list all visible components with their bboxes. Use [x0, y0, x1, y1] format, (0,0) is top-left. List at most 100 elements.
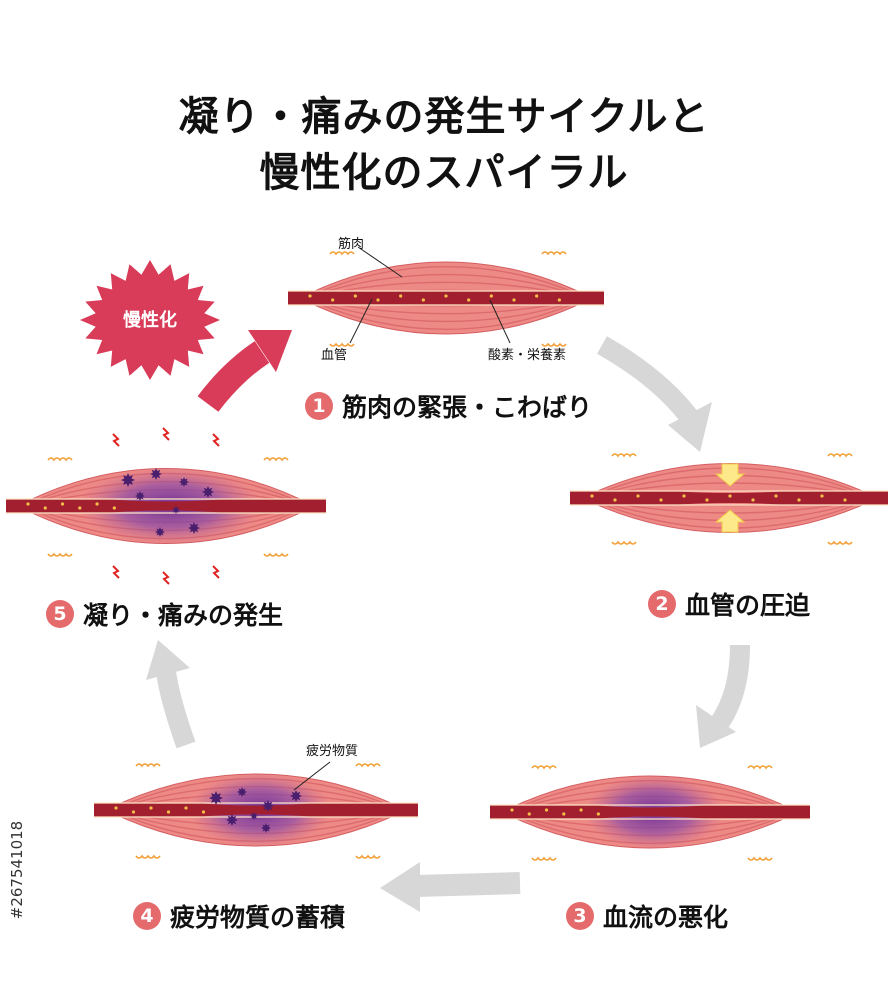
fatigue-particle: [209, 791, 223, 805]
nutrient-dot: [421, 298, 425, 302]
tension-squiggle: [747, 765, 773, 770]
nutrient-dot: [112, 506, 116, 510]
nutrient-dot: [544, 808, 549, 812]
nutrient-dot: [774, 494, 778, 498]
fatigue-particle: [155, 527, 165, 537]
step-5-text: 凝り・痛みの発生: [83, 601, 284, 630]
tension-squiggle: [47, 552, 73, 557]
blood-vessel: [6, 499, 326, 513]
nutrient-dot: [636, 494, 640, 498]
nutrient-dot: [331, 298, 335, 302]
nutrient-dot: [728, 494, 732, 498]
callout-nutrients: 酸素・栄養素: [488, 348, 567, 363]
muscle-relaxed: [288, 251, 604, 347]
nutrient-dot: [26, 502, 30, 506]
cycle-arrow-2-3: [696, 644, 750, 748]
nutrient-dot: [131, 810, 136, 814]
fatigue-particle: [250, 812, 258, 820]
nutrient-dot: [308, 294, 312, 298]
nutrient-dot: [613, 498, 617, 502]
watermark: #267541018: [6, 740, 28, 1000]
nutrient-dot: [444, 294, 448, 298]
muscle-fiber: [305, 273, 587, 299]
nutrient-dot: [489, 294, 493, 298]
nutrient-dot: [78, 506, 82, 510]
compression-arrow-up: [714, 509, 746, 533]
step-5-number: 5: [46, 600, 74, 628]
nutrient-dot: [95, 502, 99, 506]
step-4-number: 4: [133, 902, 161, 930]
nutrient-dot: [590, 494, 594, 498]
tension-squiggle: [611, 453, 637, 458]
step-4-text: 疲労物質の蓄積: [170, 903, 346, 932]
fatigue-particle: [290, 790, 302, 802]
nutrient-dot: [659, 498, 663, 502]
cycle-arrow-4-5: [146, 640, 196, 749]
tension-squiggle: [263, 552, 289, 557]
step-5-label: 5 凝り・痛みの発生: [46, 596, 283, 632]
tension-squiggle: [827, 453, 853, 458]
compression-arrow-down: [714, 463, 746, 487]
nutrient-dot: [527, 812, 531, 816]
callout-vessel: 血管: [321, 348, 348, 363]
nutrient-dot: [166, 810, 171, 814]
nutrient-dot: [184, 806, 188, 810]
step-1-number: 1: [305, 392, 333, 420]
nutrient-dot: [579, 808, 583, 812]
pain-spark: [212, 565, 220, 579]
pain-spark: [212, 433, 220, 447]
cycle-arrow-3-4: [380, 862, 521, 912]
muscle-fiber: [305, 265, 587, 299]
tension-squiggle: [263, 457, 289, 462]
muscle-fatigue: [94, 763, 418, 859]
pain-spark: [162, 571, 170, 585]
fatigue-particle: [150, 468, 162, 480]
nutrient-dot: [43, 506, 47, 510]
tension-squiggle: [135, 854, 161, 859]
pain-spark: [112, 565, 120, 579]
muscle-fiber: [305, 297, 587, 331]
fatigue-particle: [237, 787, 247, 797]
nutrient-dot: [512, 298, 516, 302]
blood-vessel: [490, 805, 810, 819]
fatigue-particle: [179, 477, 189, 487]
blood-vessel: [94, 803, 418, 817]
fatigue-particle: [262, 800, 274, 812]
tension-squiggle: [531, 765, 557, 770]
callout-lines: [293, 246, 511, 791]
step-2-text: 血管の圧迫: [685, 591, 811, 620]
fatigue-particle: [172, 506, 180, 514]
tension-squiggle: [541, 342, 567, 347]
fatigue-particle: [202, 486, 214, 498]
nutrient-dot: [596, 812, 600, 816]
step-3-text: 血流の悪化: [603, 903, 729, 932]
tension-squiggle: [541, 251, 567, 256]
fatigue-particle: [121, 473, 135, 487]
nutrient-dot: [557, 298, 561, 302]
chronic-arrow: [197, 330, 292, 412]
tension-squiggle: [329, 342, 355, 347]
blood-vessel: [570, 491, 888, 505]
nutrient-dot: [201, 810, 206, 814]
muscle-pain: [6, 427, 326, 585]
nutrient-dot: [353, 294, 357, 298]
tension-squiggle: [135, 763, 161, 768]
fatigue-particle: [226, 814, 238, 826]
nutrient-dot: [797, 498, 801, 502]
chronic-burst: [80, 260, 220, 380]
nutrient-dot: [705, 498, 709, 502]
tension-squiggle: [355, 854, 381, 859]
step-1-text: 筋肉の緊張・こわばり: [342, 393, 593, 422]
fatigue-particle: [188, 522, 200, 534]
tension-squiggle: [355, 763, 381, 768]
pain-spark: [162, 427, 170, 441]
watermark-text: #267541018: [8, 820, 26, 920]
step-3-number: 3: [566, 902, 594, 930]
nutrient-dot: [60, 502, 65, 506]
callout-fatigue: 疲労物質: [306, 744, 359, 759]
nutrient-dot: [149, 806, 153, 810]
nutrient-dot: [399, 294, 403, 298]
step-4-label: 4 疲労物質の蓄積: [133, 898, 345, 934]
nutrient-dot: [510, 808, 514, 812]
tension-squiggle: [747, 856, 773, 861]
